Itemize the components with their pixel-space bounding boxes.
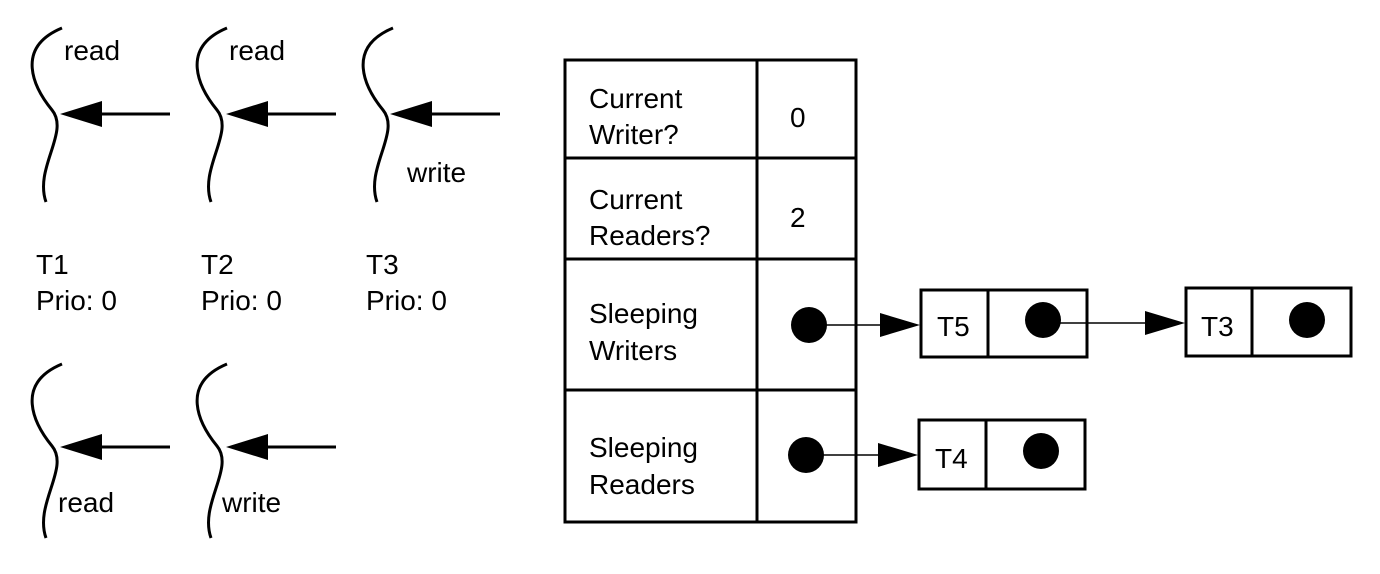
thread-t1: read T1 Prio: 0 <box>30 26 170 316</box>
thread-arrowhead <box>390 101 432 127</box>
writers-queue: T5 T3 <box>809 286 1353 359</box>
pointer-arrowhead <box>878 443 918 467</box>
thread-op-label: write <box>221 487 281 518</box>
thread-squiggle <box>195 26 228 203</box>
pointer-arrowhead <box>1145 311 1185 335</box>
thread-squiggle <box>195 362 228 539</box>
queue-node-t4: T4 <box>917 418 1087 491</box>
node-thread-name: T4 <box>935 443 968 474</box>
thread-squiggle <box>30 26 63 203</box>
row-sleeping-writers: Sleeping Writers <box>589 298 827 366</box>
thread-op-label: read <box>64 35 120 66</box>
current-readers-value: 2 <box>790 202 806 233</box>
thread-arrowhead <box>60 101 102 127</box>
current-writer-value: 0 <box>790 102 806 133</box>
queue-node-t3: T3 <box>1184 286 1353 358</box>
row-label-line2: Readers <box>589 469 695 500</box>
row-label-line1: Sleeping <box>589 298 698 329</box>
node-next-pointer <box>1289 302 1325 338</box>
thread-arrowhead <box>60 434 102 460</box>
thread-op-label: read <box>58 487 114 518</box>
queue-node-t5: T5 <box>919 288 1089 359</box>
thread-lower-write: write <box>195 362 336 539</box>
table-border <box>563 58 858 524</box>
thread-name: T2 <box>201 249 234 280</box>
node-next-pointer <box>1025 302 1061 338</box>
thread-prio: Prio: 0 <box>201 285 282 316</box>
thread-name: T1 <box>36 249 69 280</box>
row-sleeping-readers: Sleeping Readers <box>589 432 824 500</box>
row-current-readers: Current Readers? 2 <box>589 184 806 251</box>
row-label-line2: Writer? <box>589 119 679 150</box>
row-label-line1: Current <box>589 184 683 215</box>
thread-arrowhead <box>226 434 268 460</box>
row-label-line2: Writers <box>589 335 677 366</box>
readers-queue: T4 <box>806 418 1087 491</box>
thread-lower-read: read <box>30 362 170 539</box>
thread-prio: Prio: 0 <box>366 285 447 316</box>
row-label-line2: Readers? <box>589 220 710 251</box>
row-current-writer: Current Writer? 0 <box>589 83 806 150</box>
thread-squiggle <box>30 362 63 539</box>
node-thread-name: T5 <box>937 311 970 342</box>
row-label-line1: Current <box>589 83 683 114</box>
thread-op-label: read <box>229 35 285 66</box>
thread-prio: Prio: 0 <box>36 285 117 316</box>
lock-state-table: Current Writer? 0 Current Readers? 2 Sle… <box>563 58 858 524</box>
node-thread-name: T3 <box>1201 311 1234 342</box>
row-label-line1: Sleeping <box>589 432 698 463</box>
pointer-arrowhead <box>880 313 920 337</box>
thread-name: T3 <box>366 249 399 280</box>
node-next-pointer <box>1023 433 1059 469</box>
thread-t3: write T3 Prio: 0 <box>361 26 500 316</box>
thread-op-label: write <box>406 157 466 188</box>
thread-squiggle <box>361 26 394 203</box>
thread-arrowhead <box>226 101 268 127</box>
thread-t2: read T2 Prio: 0 <box>195 26 336 316</box>
